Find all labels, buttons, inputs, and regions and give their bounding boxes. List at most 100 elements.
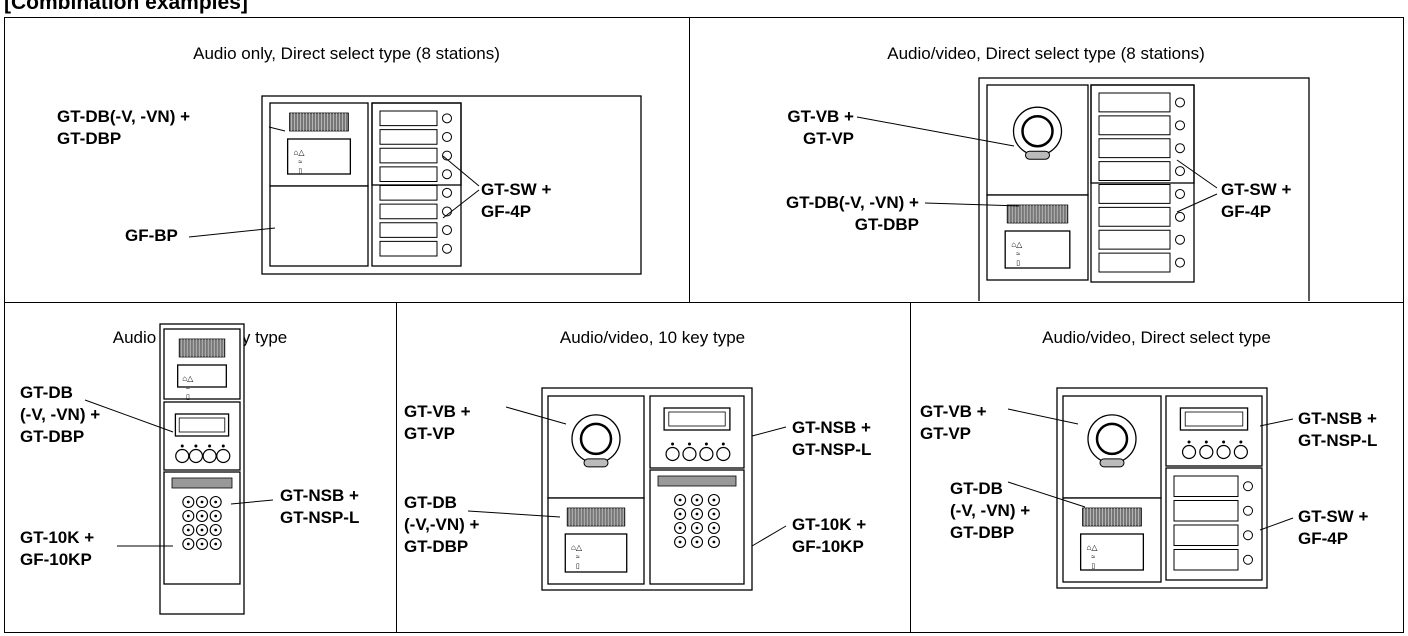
label-line: GF-10KP: [20, 550, 92, 569]
key-dot-icon: [695, 526, 699, 530]
label-line: GT-VB +: [920, 402, 987, 421]
key-dot-icon: [214, 542, 218, 546]
indicator-icons: ▯: [186, 394, 190, 401]
key-dot-icon: [186, 500, 190, 504]
label-gt-vb: GT-VB +GT-VP: [787, 107, 854, 148]
name-plate: [1173, 524, 1239, 546]
name-plate: [1098, 184, 1171, 204]
call-button-icon: [1175, 120, 1185, 131]
label-line: GT-SW +: [1221, 180, 1291, 199]
name-plate: [1098, 115, 1171, 136]
leader-line: [505, 406, 567, 425]
speaker-grille: [289, 112, 349, 132]
key-dot-icon: [678, 540, 682, 544]
camera-lens-icon: [1095, 422, 1129, 456]
nav-symbol-icon: [180, 444, 184, 448]
name-plate: [379, 203, 438, 220]
leader-line: [188, 227, 276, 238]
key-dot-icon: [186, 542, 190, 546]
camera-light-icon: [1099, 458, 1125, 468]
nav-symbol-icon: [1187, 440, 1191, 444]
nav-symbol-icon: [721, 442, 725, 446]
label-line: GT-VP: [803, 129, 854, 148]
indicator-icons: ⌂△: [1011, 240, 1023, 249]
leader-line: [268, 126, 286, 132]
label-gt-db: GT-DB(-V, -VN) +GT-DBP: [20, 383, 100, 446]
panel-title: Audio only, Direct select type (8 statio…: [193, 44, 500, 63]
lcd-screen: [178, 417, 226, 433]
indicator-icons: ⌂△: [294, 148, 306, 157]
label-line: GT-SW +: [481, 180, 551, 199]
label-line: GF-BP: [125, 226, 178, 245]
camera-light-icon: [1025, 150, 1050, 160]
nav-symbol-icon: [687, 442, 691, 446]
indicator-icons: ⌂△: [1087, 543, 1099, 552]
label-line: GT-NSP-L: [280, 508, 359, 527]
panel-title: Audio/video, 10 key type: [559, 328, 746, 347]
label-line: GT-10K +: [20, 528, 94, 547]
name-plate: [1098, 252, 1171, 273]
label-line: GT-NSB +: [1298, 409, 1377, 428]
key-dot-icon: [214, 528, 218, 532]
label-gt-db: GT-DB(-V, -VN) +GT-DBP: [57, 107, 190, 148]
call-button-icon: [1243, 505, 1253, 516]
label-line: GF-4P: [1221, 202, 1271, 221]
speaker-grille: [1006, 204, 1069, 224]
leader-line: [1259, 517, 1294, 531]
label-line: GT-VP: [404, 424, 455, 443]
name-plate: [1098, 229, 1171, 250]
key-dot-icon: [712, 512, 716, 516]
key-dot-icon: [695, 498, 699, 502]
name-window: [1004, 230, 1071, 269]
nav-button-icon: [175, 448, 190, 464]
nav-symbol-icon: [194, 444, 198, 448]
divider-bottom-2: [910, 302, 911, 633]
key-dot-icon: [678, 512, 682, 516]
key-dot-icon: [200, 542, 204, 546]
call-button-icon: [1175, 188, 1185, 199]
leader-line: [230, 499, 274, 505]
label-line: GT-DB(-V, -VN) +: [786, 193, 919, 212]
call-button-icon: [1175, 97, 1185, 108]
name-plate: [1098, 206, 1171, 227]
label-gt-db: GT-DB(-V, -VN) +GT-DBP: [950, 479, 1030, 542]
label-line: GT-DBP: [950, 523, 1014, 542]
label-line: GT-NSP-L: [792, 440, 871, 459]
leader-line: [442, 155, 480, 187]
label-gt-10k: GT-10K + GF-10KP: [20, 528, 94, 569]
label-line: (-V, -VN) +: [950, 501, 1030, 520]
name-plate: [1173, 500, 1239, 522]
speaker-grille: [566, 507, 626, 527]
indicator-icons: ≈: [576, 554, 580, 561]
label-gt-nsb: GT-NSB +GT-NSP-L: [280, 486, 359, 527]
label-gt-db: GT-DB(-V, -VN) +GT-DBP: [786, 193, 919, 234]
leader-line: [1259, 418, 1294, 427]
indicator-icons: ▯: [1091, 563, 1095, 570]
key-dot-icon: [695, 540, 699, 544]
label-gt-vb: GT-VB +GT-VP: [920, 402, 987, 443]
indicator-icons: ⌂△: [571, 543, 583, 552]
nav-button-icon: [1181, 444, 1197, 460]
name-plate: [1173, 549, 1239, 571]
label-line: GF-4P: [1298, 529, 1348, 548]
label-gf-bp: GF-BP: [125, 226, 178, 245]
call-button-icon: [1175, 257, 1185, 268]
label-line: GT-NSP-L: [1298, 431, 1377, 450]
key-dot-icon: [186, 528, 190, 532]
name-plate: [379, 110, 438, 127]
key-dot-icon: [712, 498, 716, 502]
name-plate: [379, 240, 438, 257]
nav-button-icon: [716, 446, 731, 462]
camera-lens-icon: [1021, 114, 1054, 148]
call-button-icon: [442, 169, 452, 180]
key-dot-icon: [695, 512, 699, 516]
call-button-icon: [1175, 166, 1185, 177]
speaker-grille: [1082, 507, 1142, 527]
name-plate: [1098, 92, 1171, 113]
combination-grid: [4, 17, 1404, 633]
label-line: GT-DBP: [57, 129, 121, 148]
panel-title: Audio/video, Direct select type (8 stati…: [887, 44, 1205, 63]
nav-symbol-icon: [221, 444, 225, 448]
